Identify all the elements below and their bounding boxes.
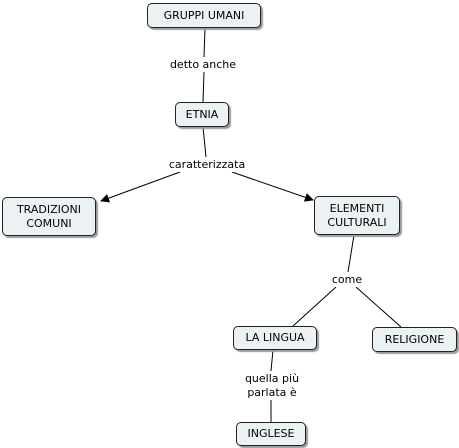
connector-detto-etnia: [202, 71, 205, 103]
node-gruppi-umani[interactable]: GRUPPI UMANI: [147, 3, 261, 28]
arrow-to-tradizioni: [100, 171, 181, 203]
link-label-quella-piu-parlata: quella più parlata è: [236, 371, 308, 400]
connector-lingua-quella: [270, 349, 274, 372]
node-tradizioni-comuni[interactable]: TRADIZIONI COMUNI: [2, 197, 96, 236]
node-la-lingua[interactable]: LA LINGUA: [233, 326, 317, 350]
connector-etnia-caratterizzata: [202, 126, 207, 158]
link-label-detto-anche: detto anche: [164, 57, 242, 72]
node-etnia[interactable]: ETNIA: [175, 102, 229, 127]
connector-elementi-come: [347, 234, 355, 273]
arrow-to-elementi: [231, 171, 314, 202]
link-label-caratterizzata: caratterizzata: [162, 157, 252, 172]
link-label-come: come: [328, 272, 366, 287]
connector-come-religione: [355, 286, 402, 328]
node-inglese[interactable]: INGLESE: [236, 422, 306, 446]
node-religione[interactable]: RELIGIONE: [372, 327, 457, 352]
node-elementi-culturali[interactable]: ELEMENTI CULTURALI: [314, 196, 400, 235]
connector-come-lingua: [292, 286, 337, 327]
connector-gruppi-detto: [203, 27, 206, 58]
